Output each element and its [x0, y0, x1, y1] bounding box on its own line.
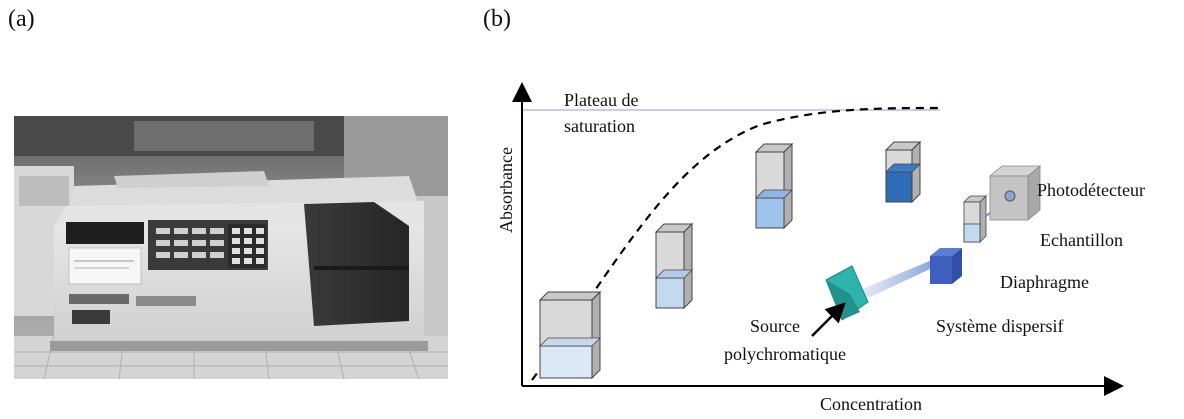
panel-label-a: (a) — [8, 6, 35, 32]
diaphragm-label: Diaphragme — [1000, 272, 1089, 292]
dispersive-prism — [825, 265, 869, 321]
spectrophotometer-photo — [14, 116, 448, 379]
saturation-curve — [531, 106, 941, 381]
cuvette-2 — [654, 222, 694, 310]
photodetector — [988, 165, 1042, 221]
plateau-label-line1: Plateau de — [564, 90, 638, 110]
sample-cuvette — [963, 195, 987, 243]
source-label-line1: Source — [750, 316, 800, 336]
detector-label: Photodétecteur — [1037, 180, 1145, 200]
cuvette-1 — [538, 290, 602, 380]
sample-label: Echantillon — [1040, 230, 1123, 250]
absorbance-diagram: Absorbance Concentration Plateau de satu… — [496, 80, 1184, 414]
light-beam — [860, 260, 932, 298]
x-axis-label: Concentration — [820, 394, 922, 414]
source-arrow — [811, 302, 846, 337]
diaphragm — [930, 248, 962, 284]
plateau-label-line2: saturation — [564, 116, 635, 136]
dispersive-label: Système dispersif — [936, 316, 1064, 336]
cuvette-4 — [884, 140, 922, 204]
source-label-line2: polychromatique — [724, 344, 846, 364]
panel-label-b: (b) — [483, 6, 511, 32]
y-axis-label: Absorbance — [500, 147, 516, 233]
cuvette-3 — [754, 142, 794, 230]
